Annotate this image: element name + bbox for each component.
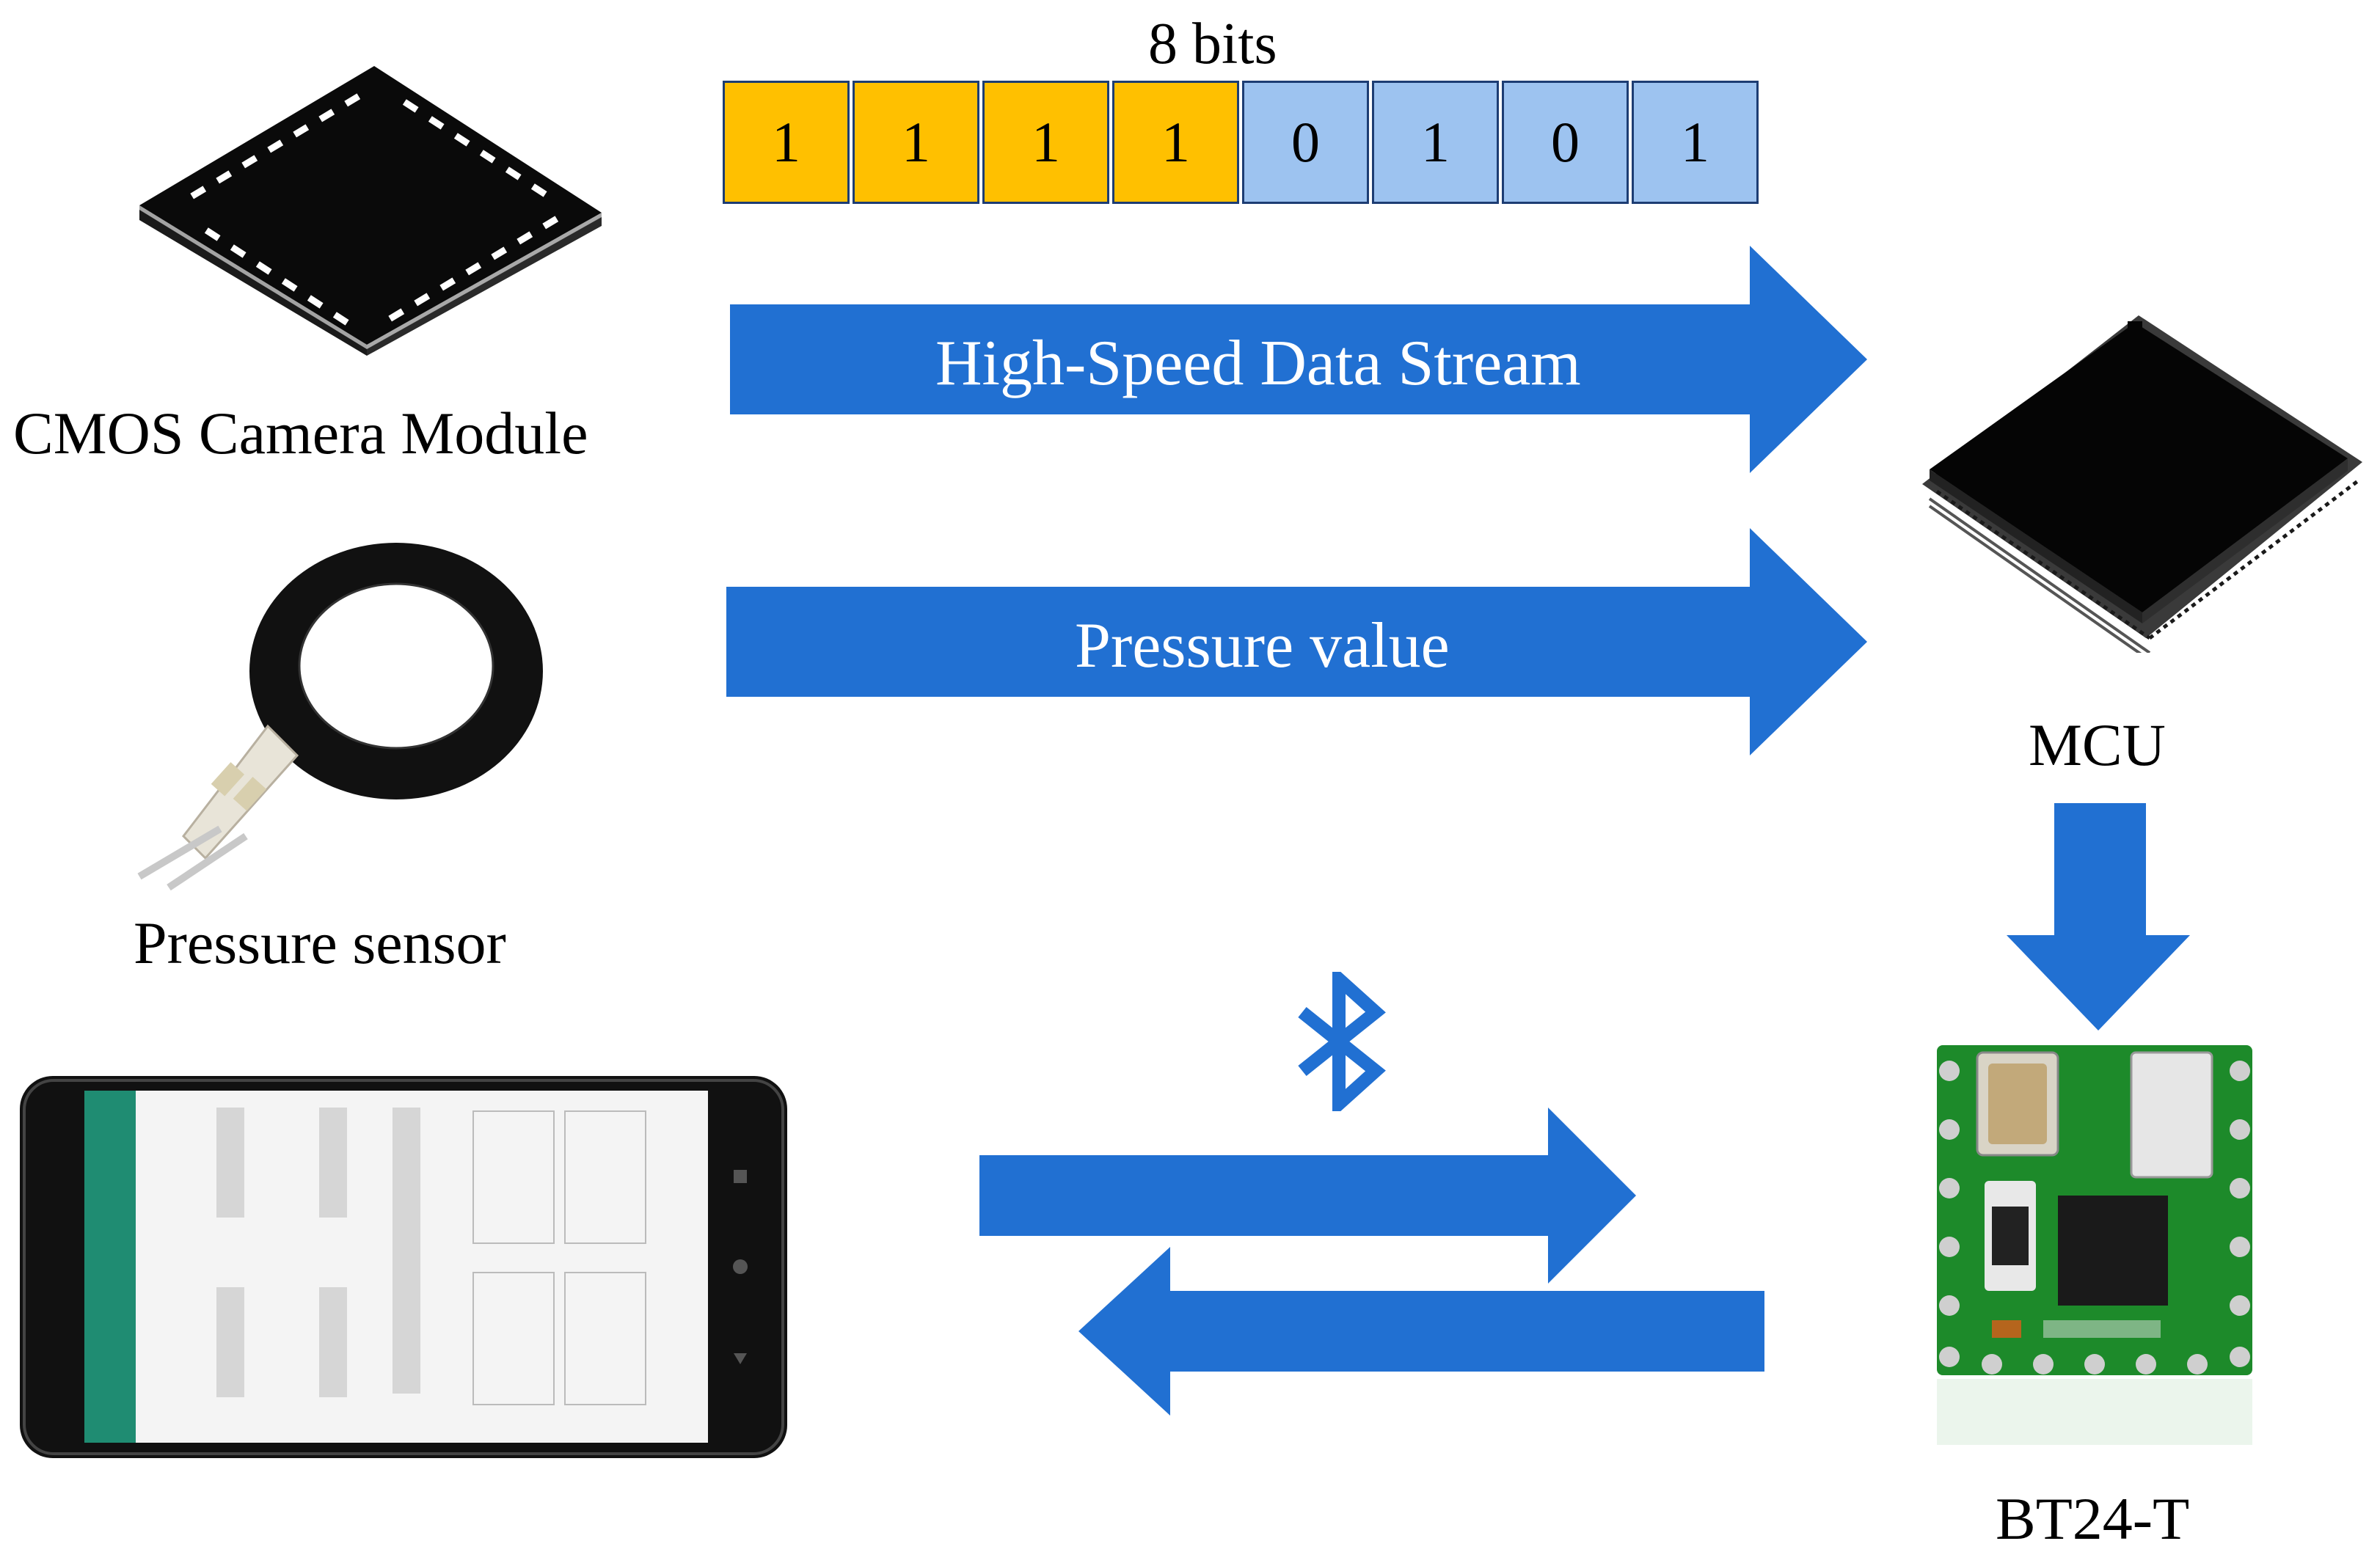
bit-row: 1 1 1 1 0 1 0 1 xyxy=(723,81,1762,204)
pressure-value-label: Pressure value xyxy=(1075,610,1450,681)
bit-cell: 1 xyxy=(982,81,1109,204)
right-arrow xyxy=(979,1108,1636,1284)
bit-cell: 1 xyxy=(853,81,979,204)
bit-cell: 0 xyxy=(1242,81,1369,204)
bit-cell: 0 xyxy=(1502,81,1629,204)
data-stream-arrow xyxy=(730,246,1867,473)
bluetooth-icon xyxy=(1298,972,1386,1111)
camera-label: CMOS Camera Module xyxy=(13,400,588,466)
bits-title: 8 bits xyxy=(1148,12,1277,76)
bit-cell: 1 xyxy=(1112,81,1239,204)
pressure-value-arrow xyxy=(726,528,1867,755)
bit-cell: 1 xyxy=(1632,81,1759,204)
down-arrow xyxy=(2007,803,2190,1031)
left-arrow xyxy=(1078,1247,1764,1416)
data-stream-label: High-Speed Data Stream xyxy=(935,328,1581,399)
pressure-sensor-label: Pressure sensor xyxy=(134,909,506,976)
bt24t-label: BT24-T xyxy=(1996,1485,2190,1552)
mcu-chip-icon xyxy=(1922,315,2362,653)
smartphone-icon xyxy=(20,1076,787,1458)
camera-chip-icon xyxy=(139,66,602,356)
pressure-sensor-icon xyxy=(137,543,543,891)
bit-cell: 1 xyxy=(1372,81,1499,204)
mcu-label: MCU xyxy=(2029,711,2166,778)
bit-cell: 1 xyxy=(723,81,850,204)
bluetooth-module-icon xyxy=(1937,1045,2252,1445)
